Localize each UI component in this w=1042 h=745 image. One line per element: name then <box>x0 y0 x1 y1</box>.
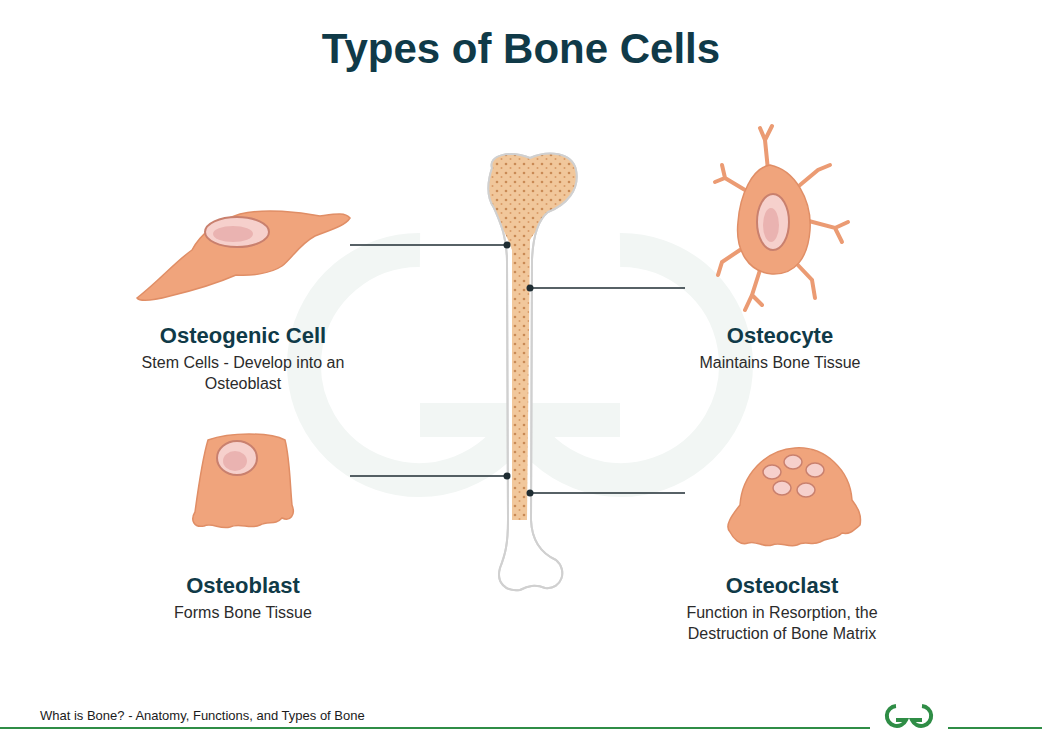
cell-function: Stem Cells - Develop into an Osteoblast <box>128 353 358 395</box>
cell-name: Osteoblast <box>113 572 373 601</box>
page-title: Types of Bone Cells <box>171 22 871 77</box>
site-logo <box>887 706 931 726</box>
cell-name: Osteocyte <box>650 322 910 351</box>
footer-bar <box>0 700 1042 745</box>
bone-drawing <box>488 150 580 590</box>
cell-function: Function in Resorption, the Destruction … <box>647 603 917 645</box>
osteogenic-cell-drawing <box>137 211 350 300</box>
osteocyte-drawing <box>715 126 848 310</box>
footer-caption: What is Bone? - Anatomy, Functions, and … <box>40 708 640 725</box>
cell-name: Osteogenic Cell <box>103 322 383 351</box>
cell-function: Forms Bone Tissue <box>113 603 373 624</box>
osteocyte-body <box>738 165 811 274</box>
osteoclast-drawing <box>728 448 861 546</box>
leader-line <box>350 245 685 493</box>
osteoblast-drawing <box>193 434 293 528</box>
cell-name: Osteoclast <box>652 572 912 601</box>
leader-dot <box>504 242 534 497</box>
cell-function: Maintains Bone Tissue <box>650 353 910 374</box>
